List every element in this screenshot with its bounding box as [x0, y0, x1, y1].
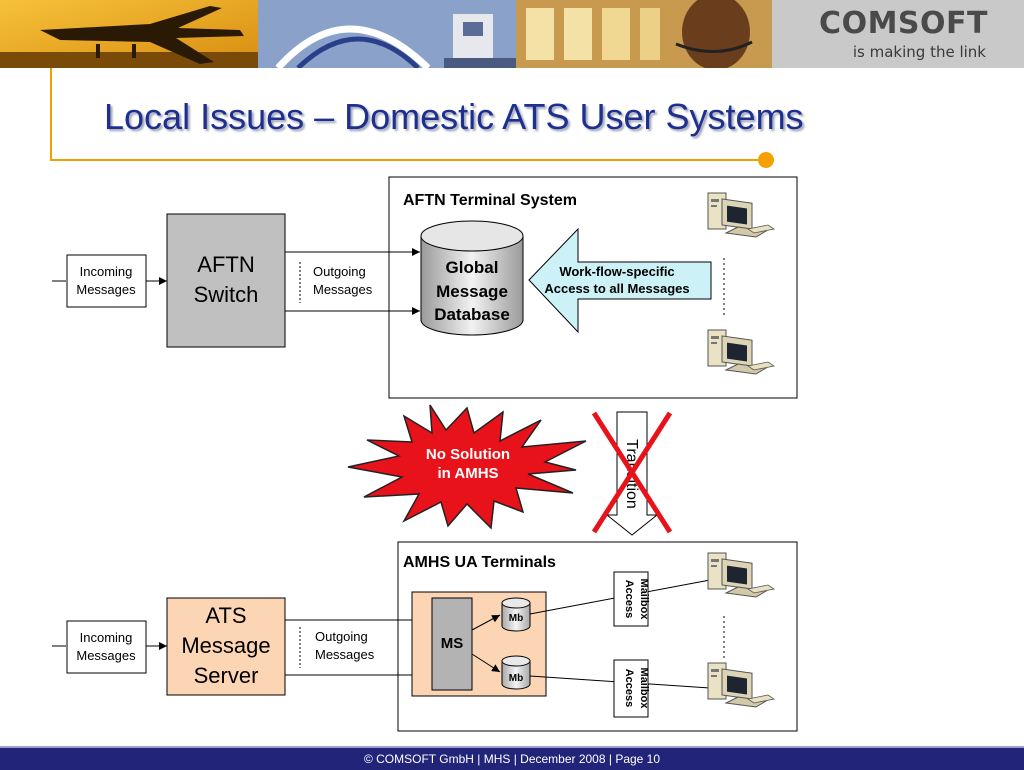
mailbox-cylinder — [501, 655, 531, 690]
mailbox-label: Mb — [509, 673, 523, 684]
mailbox-access-box — [613, 659, 649, 718]
ms-to-mailbox-arrow — [471, 653, 501, 673]
ms-label: MS — [441, 635, 464, 652]
incoming-messages-box-bottom — [66, 620, 147, 674]
tower-photo — [258, 0, 516, 68]
header-banner: COMSOFT is making the link — [0, 0, 1024, 68]
aftn-switch-label: AFTN — [197, 252, 254, 277]
page-title: Local Issues – Domestic ATS User Systems — [104, 96, 804, 137]
incoming-messages-label: Incoming — [80, 264, 133, 279]
amhs-ua-terminals-label: AMHS UA Terminals — [403, 554, 556, 571]
mailbox-label: Mb — [509, 613, 523, 624]
incoming-messages-label: Messages — [76, 282, 136, 297]
cross-out-mark — [591, 411, 673, 534]
orange-rule-horizontal — [50, 159, 762, 161]
brand-name: COMSOFT — [819, 6, 988, 41]
mailbox-access-label: Access — [623, 580, 635, 619]
aftn-terminal-system-label: AFTN Terminal System — [403, 192, 577, 209]
ats-message-server-box — [166, 597, 286, 696]
no-solution-label: No Solution — [426, 446, 510, 463]
access-arrow — [528, 227, 712, 334]
mailbox-access-label: Mailbox — [638, 579, 650, 621]
system-diagram: AFTN Terminal System Incoming Messages A… — [52, 176, 798, 732]
ats-message-server-label: Server — [194, 663, 259, 688]
ms-box — [431, 597, 473, 691]
aftn-switch-box — [166, 213, 286, 348]
brand-logo: COMSOFT is making the link — [772, 0, 1024, 68]
controller-photo — [516, 0, 772, 68]
outgoing-messages-label: Messages — [315, 647, 375, 662]
global-message-database-cylinder — [420, 220, 524, 336]
footer-bar: © COMSOFT GmbH | MHS | December 2008 | P… — [0, 746, 1024, 770]
database-label: Database — [434, 305, 510, 324]
ats-message-server-label: Message — [181, 633, 270, 658]
incoming-messages-label: Incoming — [80, 630, 133, 645]
aftn-switch-label: Switch — [194, 282, 259, 307]
database-label: Global — [446, 258, 499, 277]
airplane-photo — [0, 0, 258, 68]
mailbox-cylinder — [501, 597, 531, 632]
footer-text: © COMSOFT GmbH | MHS | December 2008 | P… — [363, 752, 661, 766]
no-solution-burst — [347, 404, 587, 530]
database-label: Message — [436, 282, 508, 301]
orange-dot — [758, 152, 774, 168]
orange-rule-vertical — [50, 68, 52, 161]
no-solution-label: in AMHS — [437, 465, 498, 482]
incoming-messages-box-top — [66, 254, 147, 308]
outgoing-messages-label: Messages — [313, 282, 373, 297]
mailbox-access-label: Access — [623, 669, 635, 708]
ats-message-server-label: ATS — [205, 603, 246, 628]
ms-to-mailbox-arrow — [471, 614, 501, 631]
access-arrow-label: Access to all Messages — [544, 281, 689, 296]
mailbox-access-box — [613, 571, 649, 627]
outgoing-messages-label: Outgoing — [315, 629, 368, 644]
brand-tagline: is making the link — [852, 43, 986, 61]
mailbox-access-label: Mailbox — [638, 668, 650, 710]
incoming-messages-label: Messages — [76, 648, 136, 663]
outgoing-messages-label: Outgoing — [313, 264, 366, 279]
access-arrow-label: Work-flow-specific — [559, 264, 674, 279]
